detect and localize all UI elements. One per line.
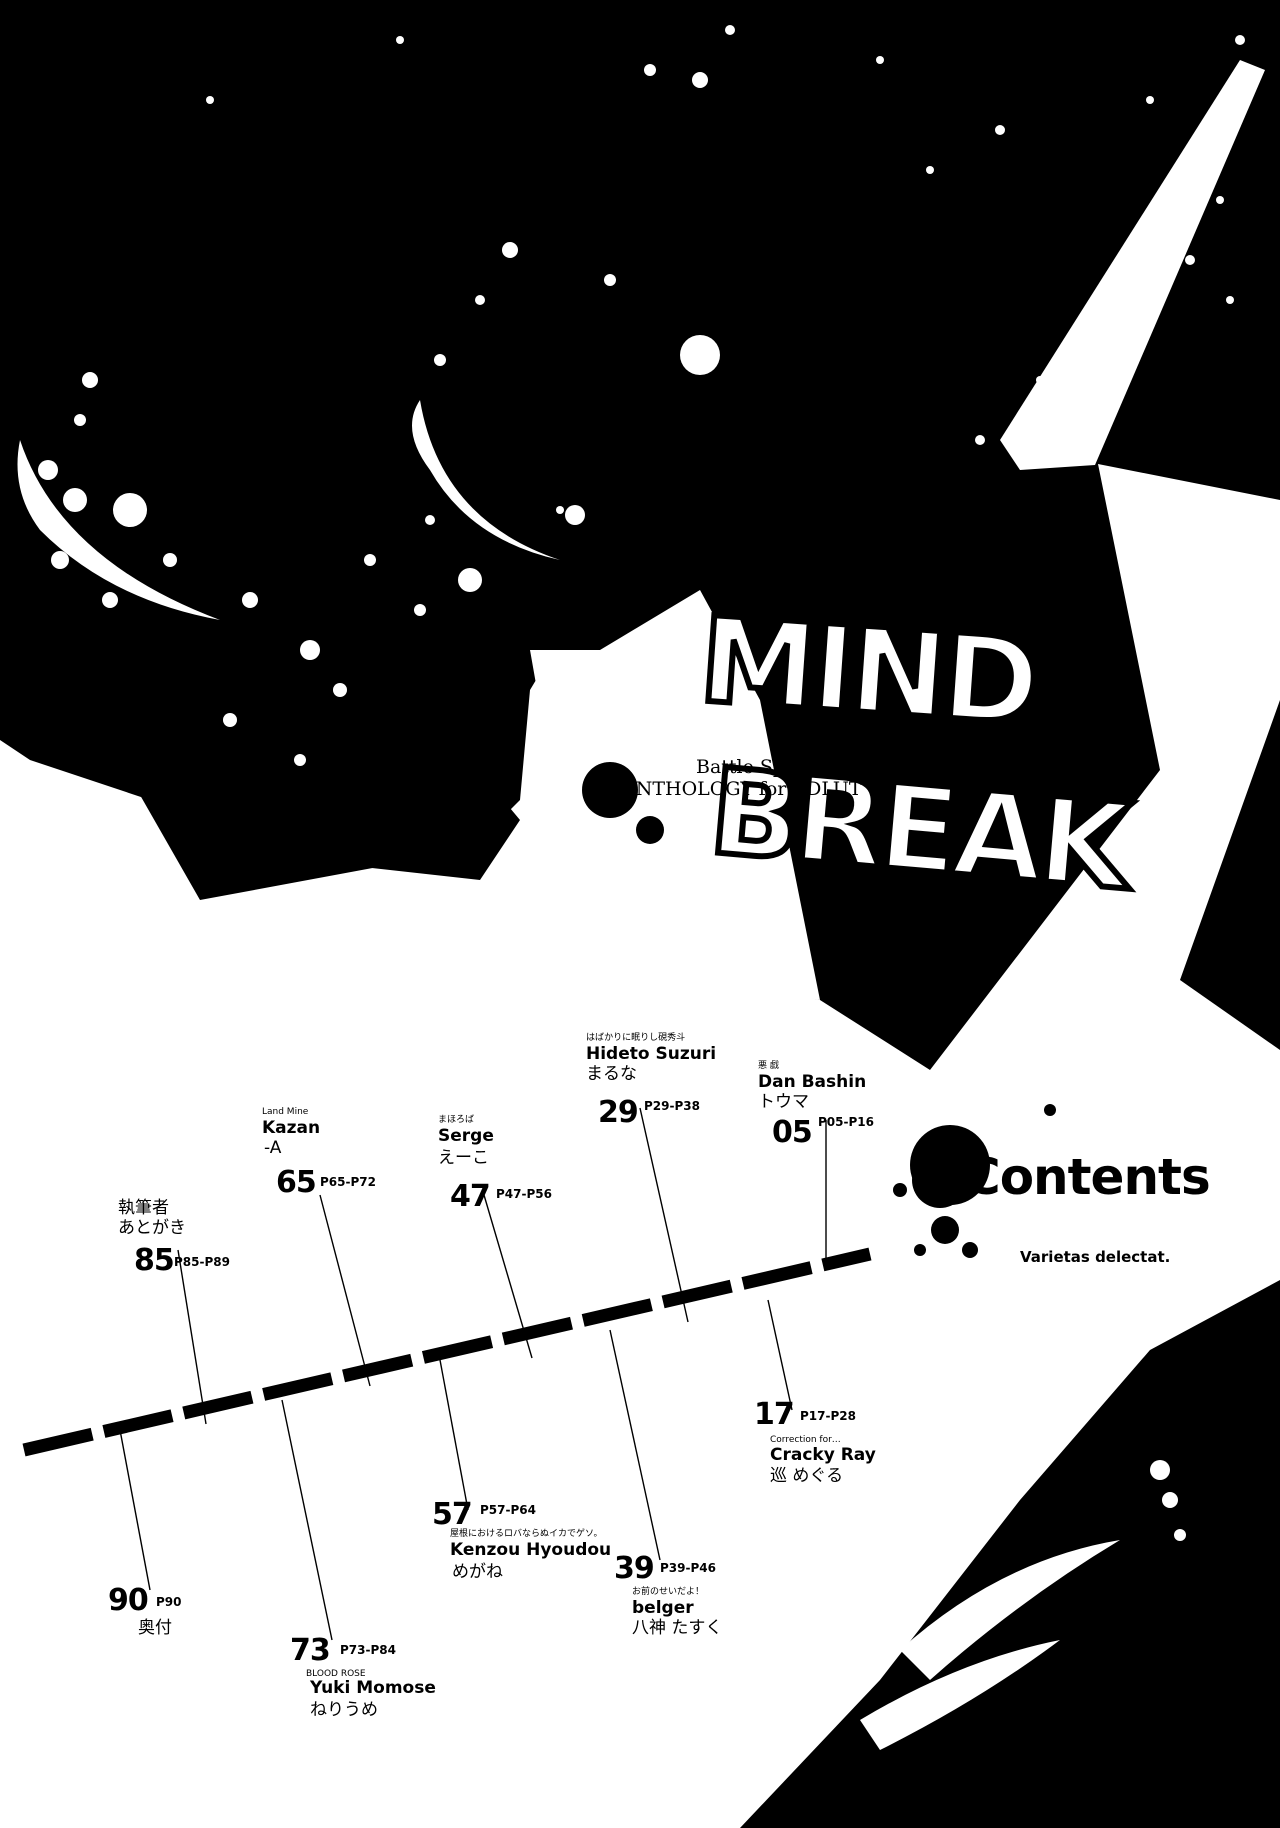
entry-page-number[interactable]: 73	[290, 1633, 331, 1668]
entry-page-number[interactable]: 47	[450, 1179, 491, 1214]
ink-dot	[1162, 1492, 1178, 1508]
contents-motto: Varietas delectat.	[1020, 1248, 1171, 1266]
entry-caption: 屋根におけるロバならぬイカでゲソ。	[450, 1529, 603, 1539]
cover-subtitle-line2: ANTHOLOGY for ADLUT	[622, 778, 862, 800]
entry-page-number[interactable]: 39	[614, 1551, 655, 1586]
entry-caption: BLOOD ROSE	[306, 1669, 366, 1679]
entry-title: Yuki Momose	[310, 1678, 436, 1698]
entry-title: 執筆者	[118, 1198, 169, 1218]
white-splatter-dots	[38, 25, 1245, 766]
entry-title: Serge	[438, 1126, 494, 1146]
entry-page-range: P57-P64	[480, 1503, 536, 1517]
cover-subtitle-line1: Battle Spirits “2”	[696, 756, 862, 778]
entry-caption: まほろば	[438, 1115, 475, 1125]
entry-page-range: P39-P46	[660, 1561, 716, 1575]
entry-author: あとがき	[118, 1218, 186, 1238]
entry-author: 八神 たすく	[632, 1618, 723, 1638]
white-streak	[860, 1640, 1060, 1750]
entry-page-range: P17-P28	[800, 1409, 856, 1423]
black-right-strip	[1180, 700, 1280, 1050]
entry-caption: はばかりに眠りし硯秀斗	[586, 1033, 686, 1043]
entry-title: belger	[632, 1598, 694, 1618]
white-arc	[412, 400, 560, 560]
cover-title-line1: MIND	[693, 588, 1042, 755]
leader-lines	[119, 1107, 827, 1641]
black-bottom-triangle	[740, 1280, 1280, 1828]
entry-title: Kazan	[262, 1118, 321, 1138]
entry-page-number[interactable]: 57	[432, 1497, 473, 1532]
entry-author: -A	[264, 1138, 282, 1158]
entry-page-range: P90	[156, 1595, 182, 1609]
white-arc	[17, 440, 220, 620]
entry-title: Cracky Ray	[770, 1445, 876, 1465]
entry-caption: お前のせいだよ！	[632, 1587, 705, 1597]
entry-author: まるな	[586, 1064, 637, 1084]
entry-author: トウマ	[758, 1092, 809, 1112]
entry-page-number[interactable]: 85	[134, 1243, 175, 1278]
entry-caption: 悪 戯	[758, 1061, 779, 1071]
entry-author: 奥付	[138, 1618, 172, 1638]
entry-author: 巡 めぐる	[770, 1466, 844, 1486]
entry-title: Kenzou Hyoudou	[450, 1540, 612, 1560]
page-number: 4	[1192, 1772, 1205, 1796]
entry-page-number[interactable]: 29	[598, 1095, 639, 1130]
ink-dot	[1150, 1460, 1170, 1480]
ink-dot	[1174, 1529, 1186, 1541]
entry-caption: Correction for…	[770, 1435, 841, 1445]
white-streak	[900, 1540, 1120, 1680]
entry-page-range: P29-P38	[644, 1099, 700, 1113]
entry-title: Dan Bashin	[758, 1072, 867, 1092]
entry-page-number[interactable]: 05	[772, 1115, 813, 1150]
entry-page-number[interactable]: 17	[754, 1397, 795, 1432]
entry-caption: Land Mine	[262, 1107, 309, 1117]
entry-page-range: P73-P84	[340, 1643, 396, 1657]
white-wedge	[530, 590, 820, 1000]
entry-page-number[interactable]: 65	[276, 1165, 317, 1200]
black-splatter-dots	[582, 762, 1056, 1258]
entry-author: ねりうめ	[310, 1700, 378, 1720]
timeline-axis	[22, 1247, 872, 1457]
contents-heading: Contents	[964, 1148, 1211, 1206]
entry-author: えーこ	[438, 1148, 489, 1168]
entry-page-range: P05-P16	[818, 1115, 874, 1129]
splatter-band	[0, 580, 520, 880]
entry-title: Hideto Suzuri	[586, 1044, 717, 1064]
entry-page-range: P65-P72	[320, 1175, 376, 1189]
entry-page-range: P47-P56	[496, 1187, 552, 1201]
entry-page-number[interactable]: 90	[108, 1583, 149, 1618]
entry-author: めがね	[452, 1562, 503, 1582]
entry-page-range: P85-P89	[174, 1255, 230, 1269]
